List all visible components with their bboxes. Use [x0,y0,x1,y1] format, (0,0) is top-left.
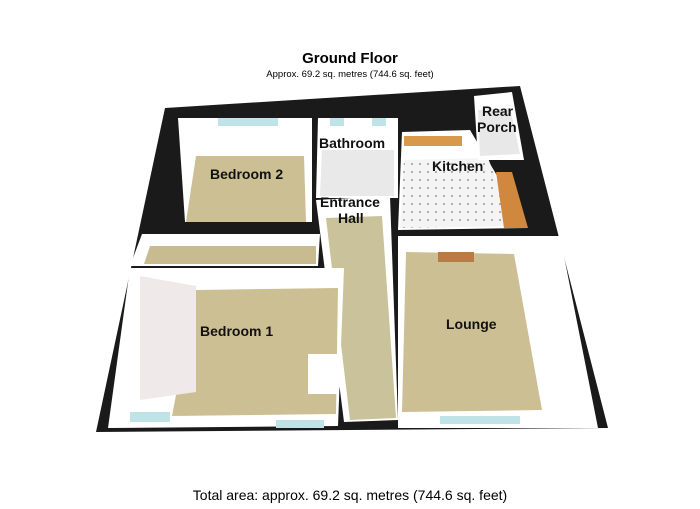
label-entrance-hall-2: Hall [338,210,364,226]
label-kitchen: Kitchen [432,158,483,174]
bathroom-room [316,118,398,198]
bedroom-2-room [178,118,312,222]
label-entrance-hall-1: Entrance [320,194,380,210]
label-bedroom-2: Bedroom 2 [210,166,283,182]
total-area: Total area: approx. 69.2 sq. metres (744… [192,487,508,503]
label-bedroom-1: Bedroom 1 [200,323,273,339]
cupboard [308,354,338,394]
entrance-hall-room [316,196,398,422]
bedroom-1-room [108,268,344,428]
kitchen-worktop [404,136,462,146]
window-bedroom-2 [218,118,278,126]
fireplace [438,252,474,262]
plan-subtitle: Approx. 69.2 sq. metres (744.6 sq. feet) [266,69,434,80]
plan-title: Ground Floor [302,50,398,67]
label-rear-porch-2: Porch [477,119,517,135]
lounge-room [398,236,598,428]
kitchen-counter [496,172,528,228]
wardrobe [140,276,196,400]
label-lounge: Lounge [446,316,497,332]
kitchen-room [398,130,528,230]
label-rear-porch-1: Rear [482,103,514,119]
label-bathroom: Bathroom [319,135,385,151]
rear-porch-room [474,92,524,160]
